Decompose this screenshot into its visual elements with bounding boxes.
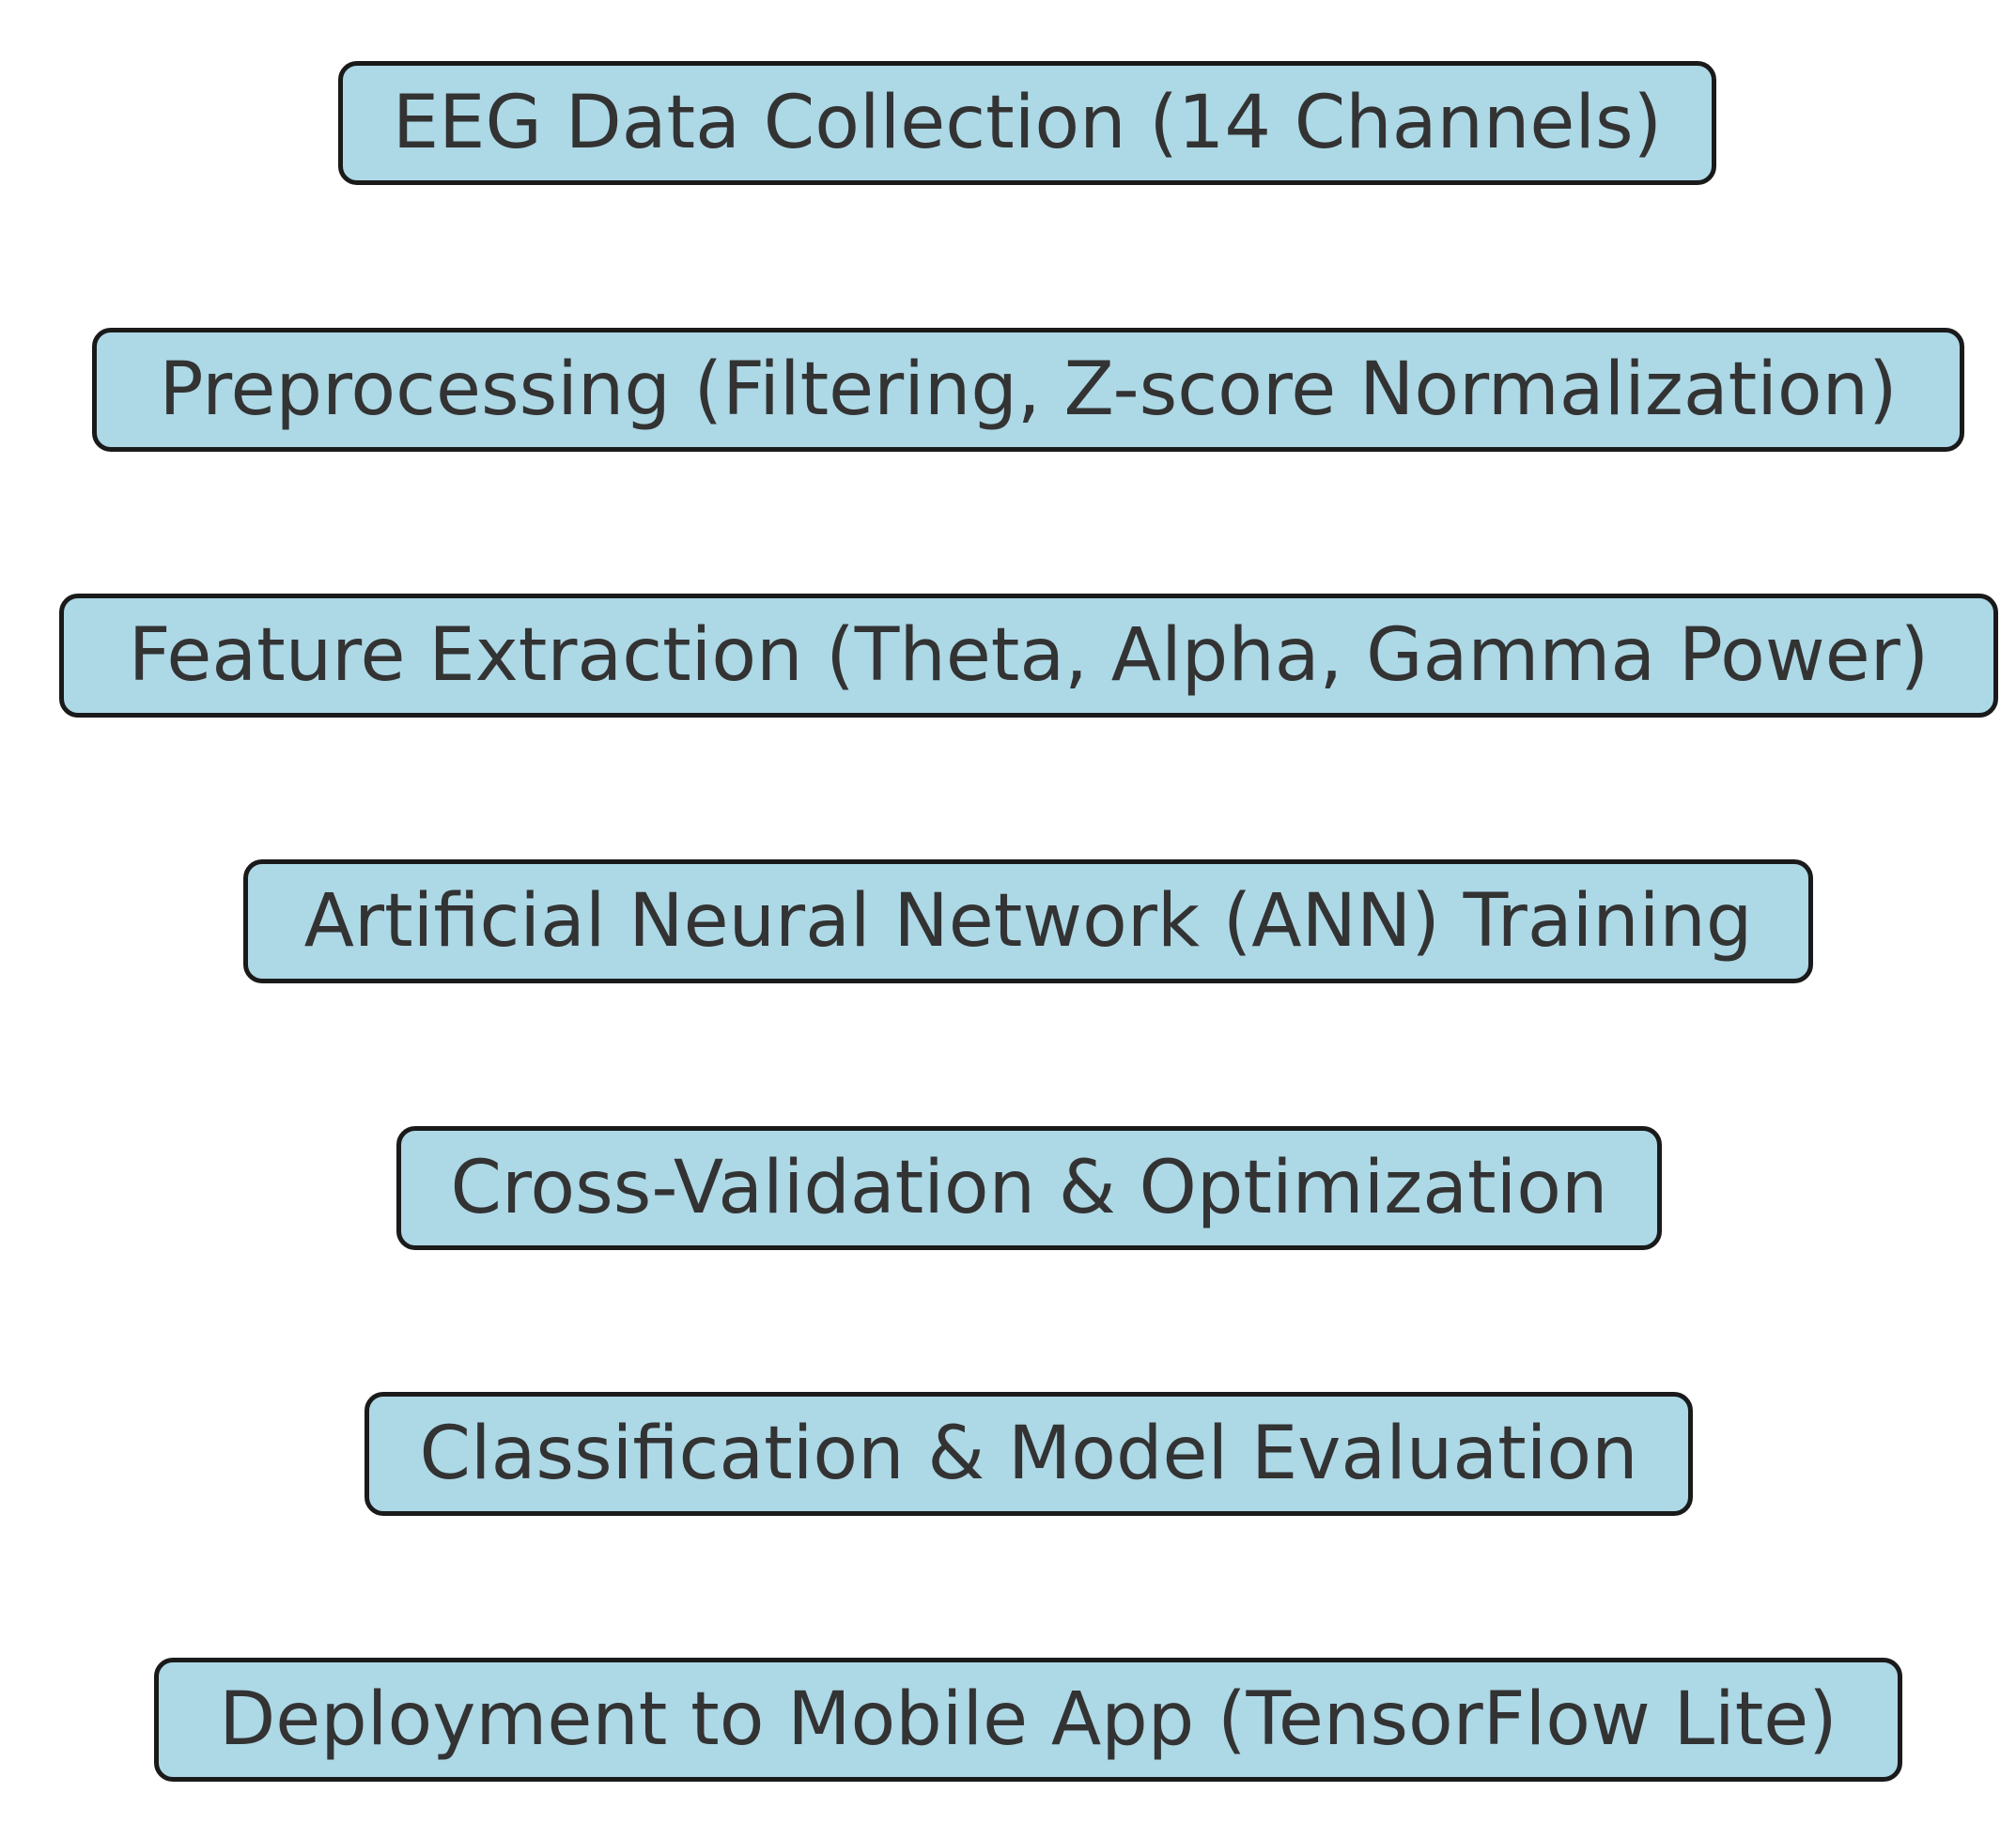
- step-label: Classification & Model Evaluation: [419, 1412, 1638, 1496]
- step-classification-evaluation: Classification & Model Evaluation: [364, 1392, 1693, 1516]
- step-feature-extraction: Feature Extraction (Theta, Alpha, Gamma …: [59, 594, 1998, 718]
- step-label: Feature Extraction (Theta, Alpha, Gamma …: [128, 613, 1930, 698]
- step-label: Deployment to Mobile App (TensorFlow Lit…: [219, 1677, 1838, 1762]
- step-label: Preprocessing (Filtering, Z-score Normal…: [159, 348, 1898, 432]
- step-label: EEG Data Collection (14 Channels): [392, 81, 1663, 165]
- step-preprocessing: Preprocessing (Filtering, Z-score Normal…: [92, 328, 1964, 452]
- step-ann-training: Artificial Neural Network (ANN) Training: [243, 859, 1813, 983]
- step-mobile-deployment: Deployment to Mobile App (TensorFlow Lit…: [154, 1658, 1902, 1782]
- step-label: Artificial Neural Network (ANN) Training: [303, 879, 1753, 964]
- step-label: Cross-Validation & Optimization: [450, 1146, 1608, 1230]
- step-eeg-data-collection: EEG Data Collection (14 Channels): [338, 61, 1716, 185]
- step-cross-validation: Cross-Validation & Optimization: [396, 1126, 1662, 1250]
